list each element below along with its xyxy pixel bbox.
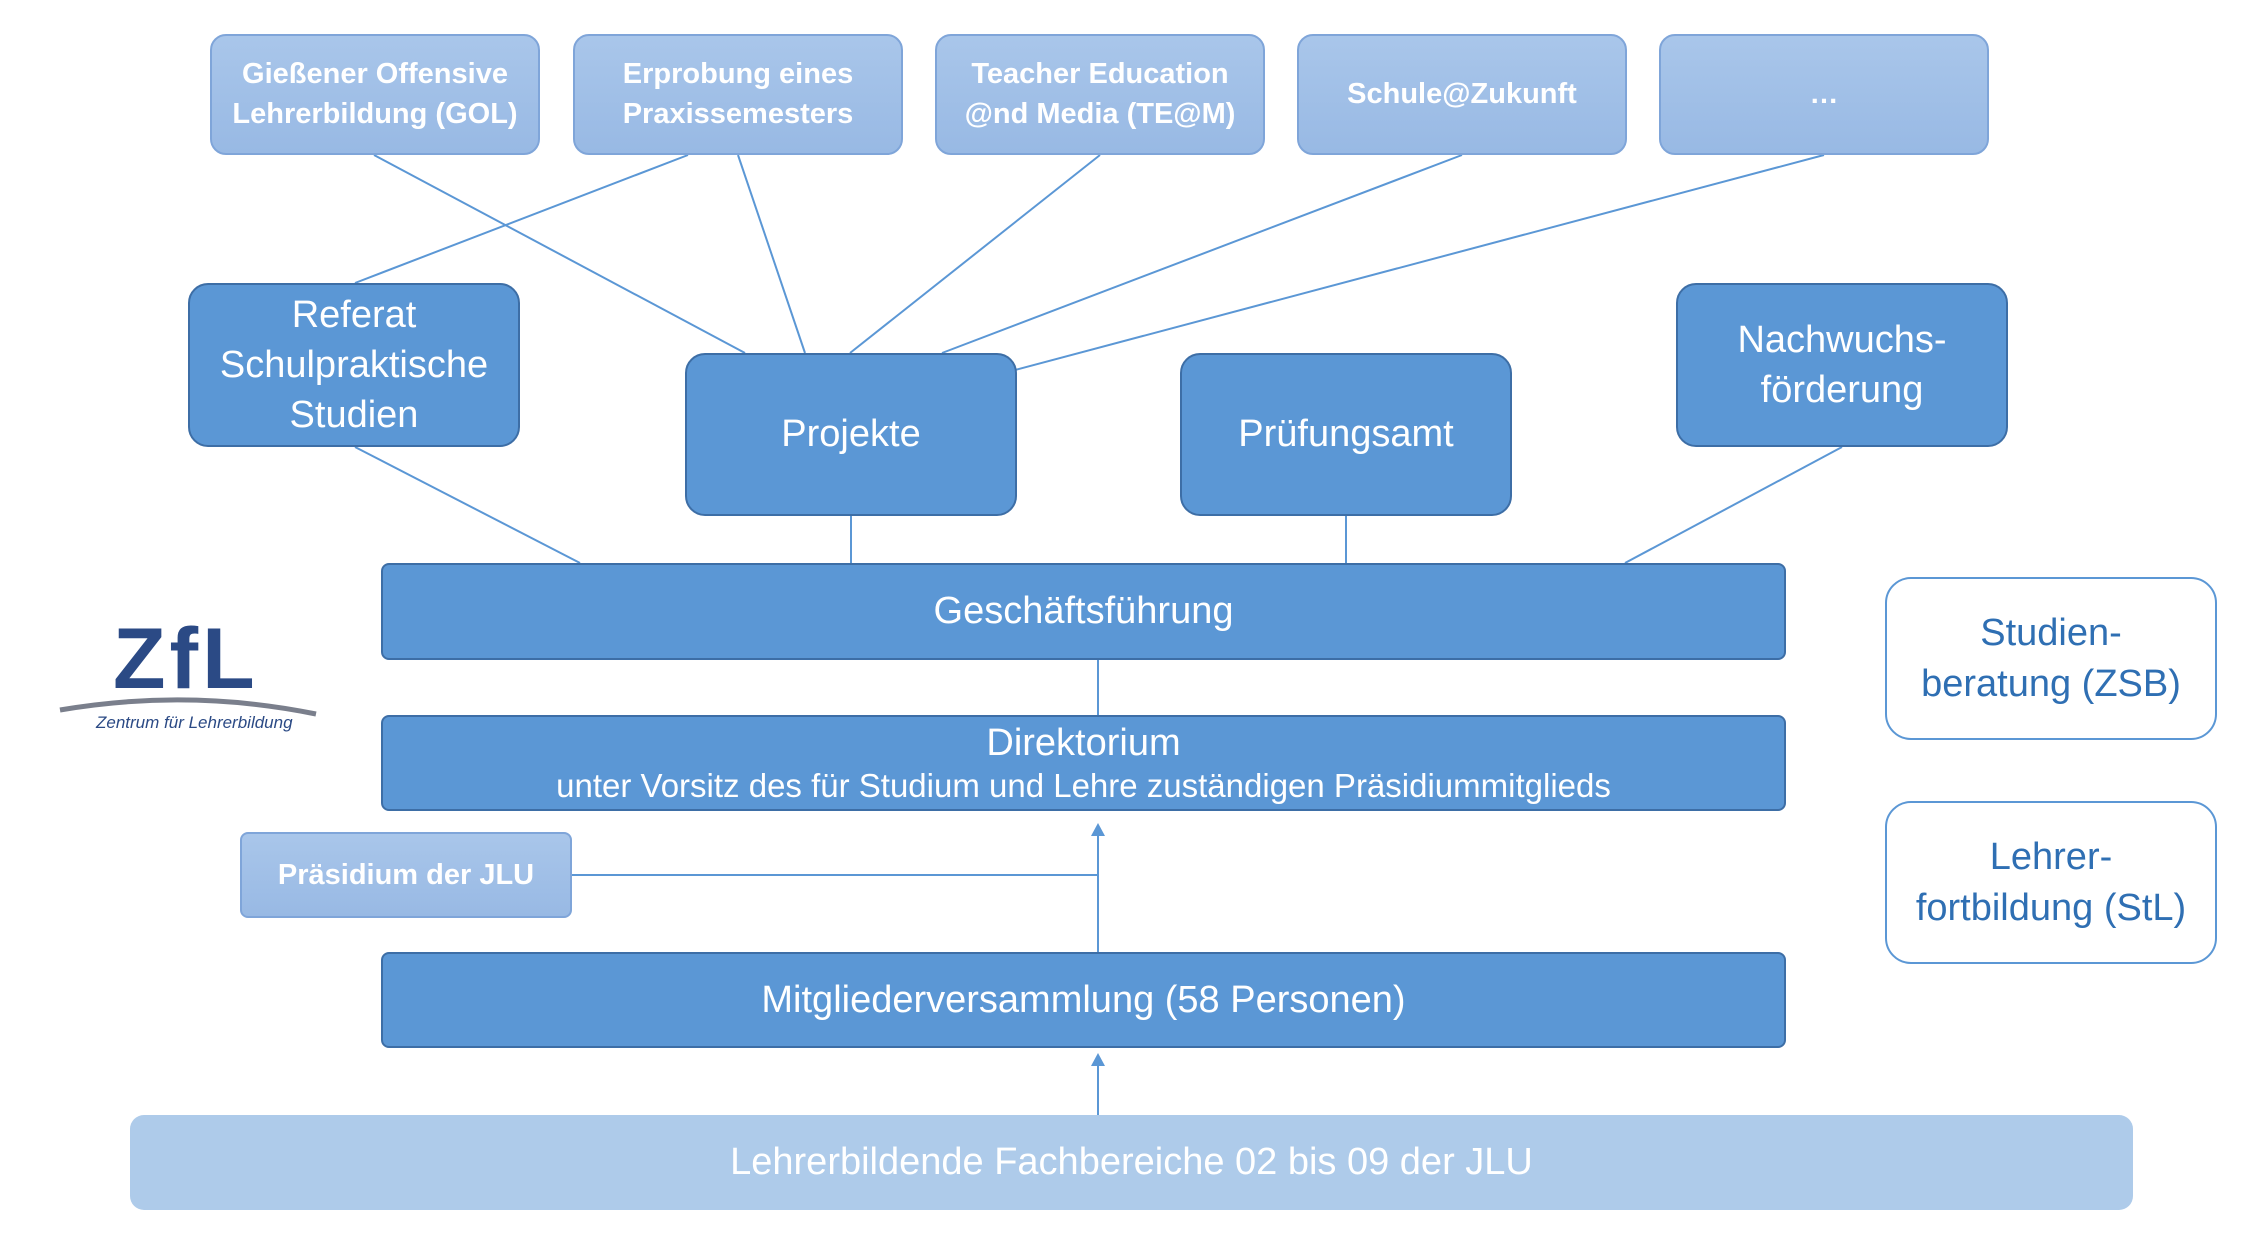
- side-zsb-line1: Studien-: [1980, 612, 2122, 655]
- project-team-line2: @nd Media (TE@M): [964, 97, 1236, 130]
- project-team: Teacher Education @nd Media (TE@M): [935, 34, 1265, 155]
- project-more-line1: …: [1809, 77, 1839, 110]
- side-zsb: Studien- beratung (ZSB): [1885, 577, 2217, 740]
- project-praxissemester: Erprobung eines Praxissemesters: [573, 34, 903, 155]
- unit-pruefungsamt: Prüfungsamt: [1180, 353, 1512, 516]
- zfl-logo-swoosh: [59, 697, 317, 717]
- side-stl-line2: fortbildung (StL): [1915, 886, 2187, 929]
- project-praxissemester-line2: Praxissemesters: [622, 97, 854, 130]
- project-schule-zukunft: Schule@Zukunft: [1297, 34, 1627, 155]
- project-team-line1: Teacher Education: [971, 58, 1229, 91]
- unit-nachwuchs-line2: förderung: [1760, 369, 1924, 411]
- direktorium-bar: Direktorium unter Vorsitz des für Studiu…: [381, 715, 1786, 811]
- geschaeftsfuehrung-bar: Geschäftsführung: [381, 563, 1786, 660]
- arrowhead-mv: [1091, 1053, 1105, 1066]
- project-praxissemester-line1: Erprobung eines: [622, 58, 854, 91]
- direktorium-title: Direktorium: [986, 721, 1181, 764]
- side-stl: Lehrer- fortbildung (StL): [1885, 801, 2217, 964]
- side-stl-line1: Lehrer-: [1989, 836, 2113, 879]
- fachbereiche-bar: Lehrerbildende Fachbereiche 02 bis 09 de…: [130, 1115, 2133, 1210]
- zfl-logo-tagline: Zentrum für Lehrerbildung: [95, 713, 293, 732]
- unit-nachwuchs: Nachwuchs- förderung: [1676, 283, 2008, 447]
- connector-praxis-projekte: [737, 154, 806, 354]
- zfl-logo: ZfL Zentrum für Lehrerbildung: [59, 611, 317, 732]
- arrowhead-direktorium: [1091, 823, 1105, 836]
- unit-projekte: Projekte: [685, 353, 1017, 516]
- connector-referat-gf: [354, 446, 581, 564]
- praesidium-label: Präsidium der JLU: [277, 858, 535, 891]
- project-gol-line1: Gießener Offensive: [242, 58, 508, 91]
- unit-projekte-label: Projekte: [781, 413, 921, 456]
- mitgliederversammlung-label: Mitgliederversammlung (58 Personen): [761, 978, 1406, 1021]
- project-more: …: [1659, 34, 1989, 155]
- unit-referat-line1: Referat: [291, 293, 417, 336]
- praesidium-box: Präsidium der JLU: [240, 832, 572, 918]
- unit-referat: Referat Schulpraktische Studien: [188, 283, 520, 447]
- unit-referat-line2: Schulpraktische: [219, 343, 489, 386]
- zfl-logo-mark: ZfL: [113, 611, 259, 707]
- connector-more-projekte: [1014, 154, 1825, 371]
- connector-praxis-referat: [354, 154, 689, 284]
- fachbereiche-label: Lehrerbildende Fachbereiche 02 bis 09 de…: [730, 1141, 1533, 1183]
- geschaeftsfuehrung-label: Geschäftsführung: [933, 590, 1234, 632]
- connector-schule-projekte: [941, 154, 1463, 354]
- unit-referat-line3: Studien: [289, 394, 419, 437]
- connector-team-projekte: [849, 154, 1101, 354]
- project-gol-line2: Lehrerbildung (GOL): [232, 97, 518, 130]
- project-schule-zukunft-line1: Schule@Zukunft: [1347, 77, 1577, 110]
- connector-gol-projekte: [373, 154, 746, 354]
- mitgliederversammlung-bar: Mitgliederversammlung (58 Personen): [381, 952, 1786, 1048]
- side-zsb-line2: beratung (ZSB): [1921, 662, 2181, 705]
- project-gol: Gießener Offensive Lehrerbildung (GOL): [210, 34, 540, 155]
- direktorium-subtitle: unter Vorsitz des für Studium und Lehre …: [556, 767, 1611, 805]
- connector-nachwuchs-gf: [1624, 446, 1843, 564]
- unit-nachwuchs-line1: Nachwuchs-: [1737, 318, 1947, 361]
- unit-pruefungsamt-label: Prüfungsamt: [1238, 413, 1454, 456]
